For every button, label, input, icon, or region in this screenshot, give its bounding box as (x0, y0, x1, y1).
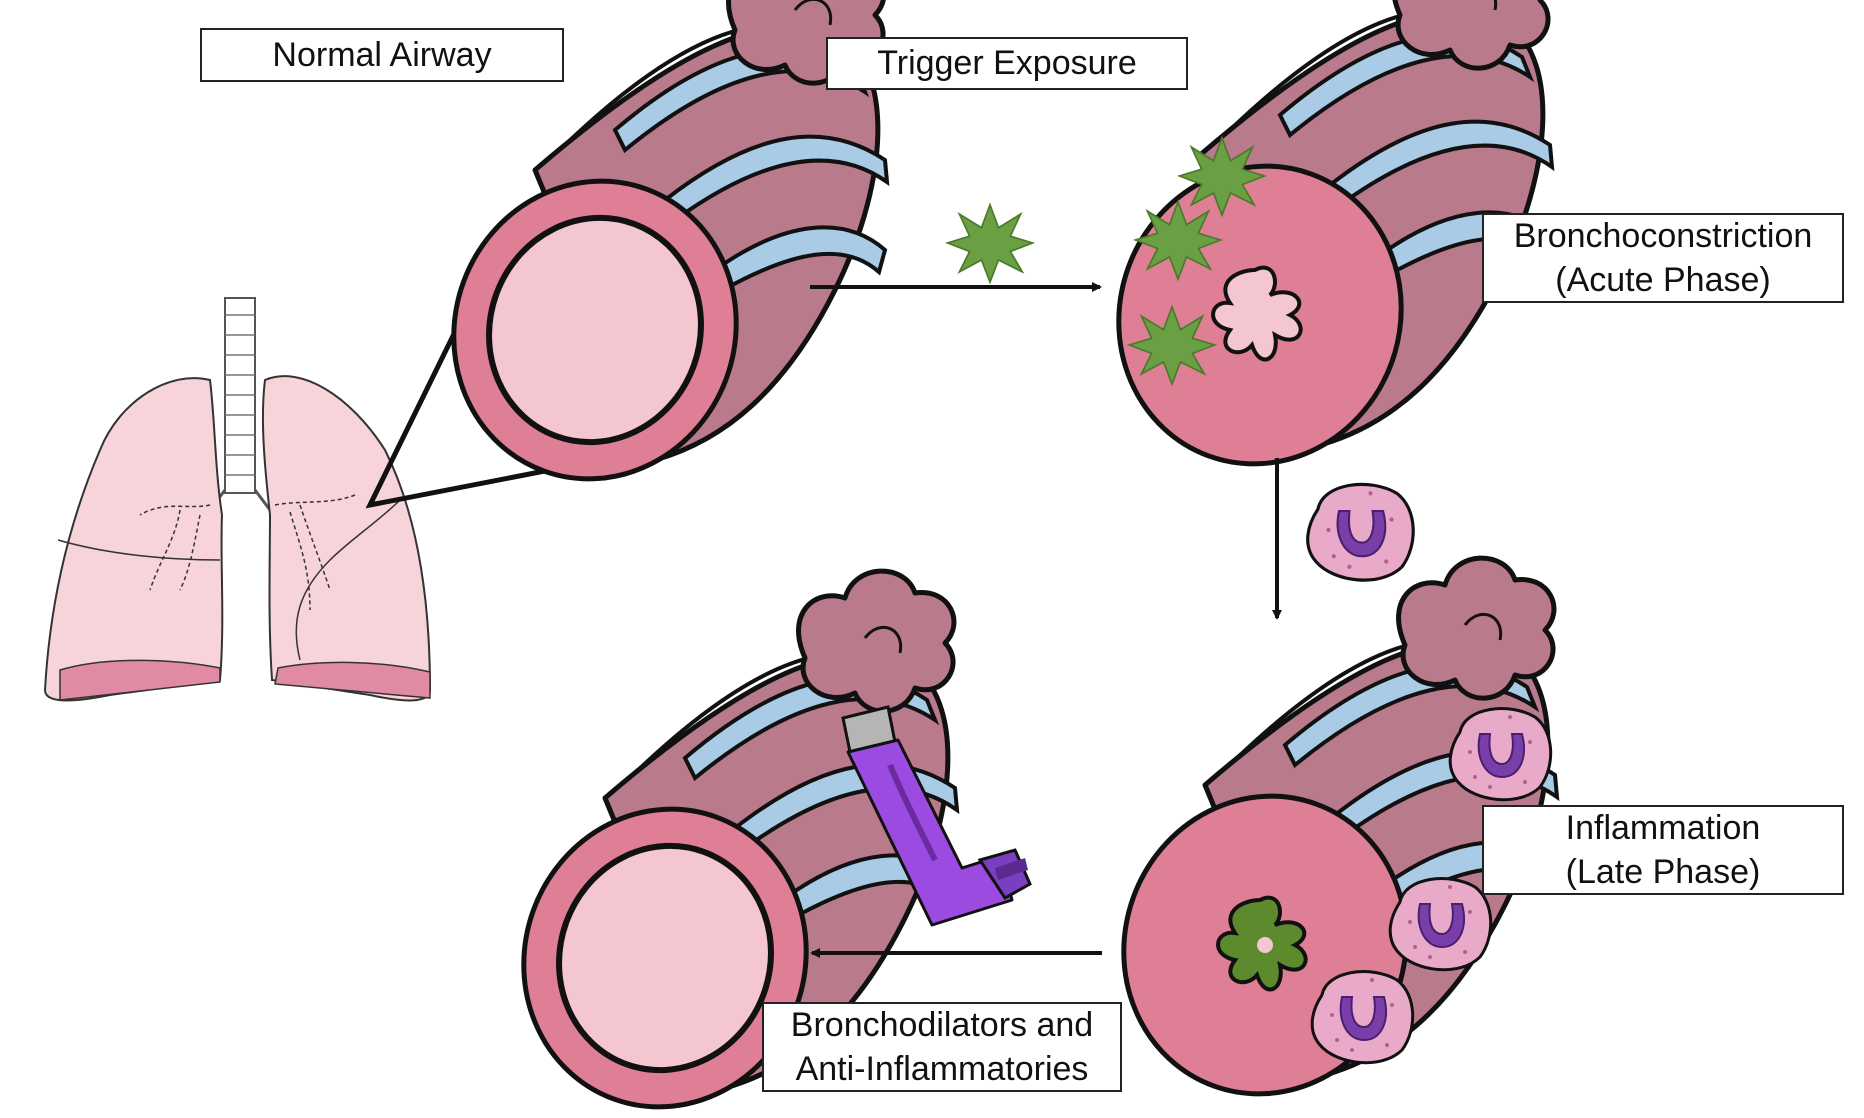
label-bronchoconstriction: Bronchoconstriction (Acute Phase) (1482, 213, 1844, 303)
treatment-line-1: Bronchodilators and (790, 1005, 1094, 1044)
normal-airway-text: Normal Airway (272, 35, 492, 74)
inflammation-title: Inflammation (1565, 808, 1761, 847)
treated-airway-illustration (482, 571, 957, 1118)
label-normal-airway: Normal Airway (200, 28, 564, 82)
label-inflammation: Inflammation (Late Phase) (1482, 805, 1844, 895)
inflamed-airway-illustration (1082, 558, 1557, 1118)
zoom-callout-lines (365, 285, 618, 509)
trigger-exposure-text: Trigger Exposure (877, 44, 1137, 83)
bronchoconstriction-title: Bronchoconstriction (1513, 216, 1813, 255)
constricted-airway-illustration (1077, 0, 1552, 504)
normal-airway-illustration (412, 0, 887, 519)
label-treatment: Bronchodilators and Anti-Inflammatories (762, 1002, 1122, 1092)
inflammation-phase: (Late Phase) (1565, 853, 1761, 891)
inhaler-illustration (841, 705, 1032, 927)
label-trigger-exposure: Trigger Exposure (826, 37, 1188, 90)
flow-arrows (810, 282, 1282, 958)
lungs-illustration (43, 297, 432, 702)
treatment-line-2: Anti-Inflammatories (795, 1050, 1089, 1088)
bronchoconstriction-phase: (Acute Phase) (1555, 261, 1771, 299)
